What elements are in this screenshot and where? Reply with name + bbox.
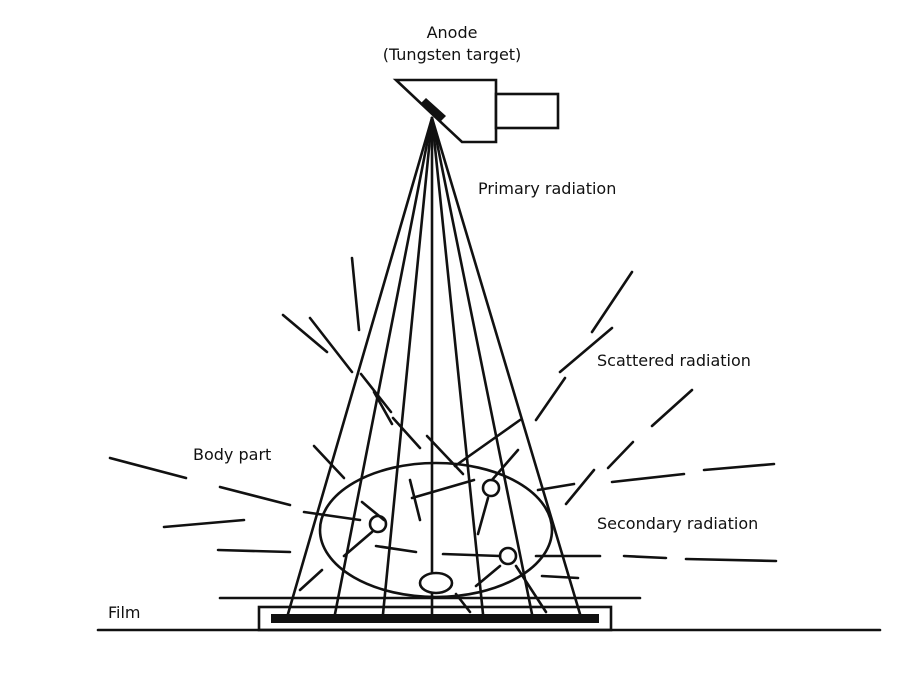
label-scattered-radiation: Scattered radiation [597,351,751,370]
label-primary-radiation: Primary radiation [478,179,616,198]
label-anode-sub: (Tungsten target) [383,45,522,64]
anode-tube [392,78,560,144]
tungsten-target [420,98,446,122]
film-plate [271,614,599,623]
label-anode: Anode [427,23,478,42]
label-secondary-radiation: Secondary radiation [597,514,758,533]
film-cassette [96,605,882,632]
label-body-part: Body part [193,445,271,464]
scattered-radiation-lines [108,256,778,614]
primary-radiation-rays [286,116,582,616]
label-film: Film [108,603,141,622]
